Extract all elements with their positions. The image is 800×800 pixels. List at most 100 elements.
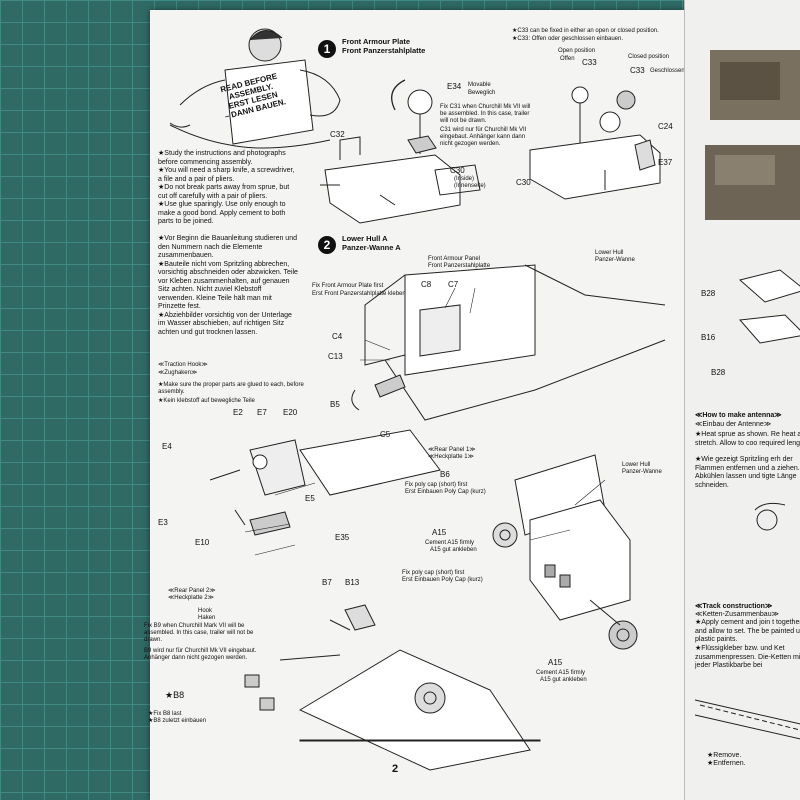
front-armour-panel-label-de: Front Panzerstahlplatte — [428, 263, 491, 269]
part-label-e35: E35 — [335, 533, 350, 542]
fix-b9-note: Fix B9 when Churchill Mark VII will be a… — [144, 623, 254, 643]
rear-panel2-title: ≪Rear Panel 2≫ — [168, 588, 216, 594]
lower-hull-label-2: Lower Hull — [622, 462, 651, 468]
cement-a15-note-2-de: A15 gut ankleben — [540, 677, 587, 683]
part-label-b5: B5 — [330, 400, 340, 409]
part-label-c8: C8 — [421, 280, 432, 289]
fix-b8-last-de: ★B8 zuletzt einbauen — [148, 718, 207, 724]
cement-a15-note-2: Cement A15 firmly — [536, 670, 586, 676]
traction-hook-drawing — [209, 429, 441, 536]
open-position-label-de: Offen — [560, 56, 575, 62]
traction-note: ★Make sure the proper parts are glued to… — [158, 382, 304, 395]
traction-title: ≪Traction Hook≫ — [158, 362, 208, 368]
part-label-c5: C5 — [380, 430, 391, 439]
movable-label-de: Beweglich — [468, 90, 496, 96]
hook-label: Hook — [198, 608, 213, 614]
part-label-e3: E3 — [158, 518, 168, 527]
remove-label: ★Remove. — [707, 752, 742, 759]
part-label-c32: C32 — [330, 130, 345, 139]
part-label-e37: E37 — [658, 158, 673, 167]
step-2-number: 2 — [318, 236, 336, 254]
instruction-page: READ BEFORE ASSEMBLY. ERST LESEN – DANN … — [144, 10, 696, 800]
poly-cap-note-2: Fix poly cap (short) first — [402, 570, 465, 576]
remove-label-de: ★Entfernen. — [707, 760, 746, 767]
track-title-de: ≪Ketten-Zusammenbau≫ — [695, 611, 779, 618]
antenna-text: ★Heat sprue as shown. Re heat and stretc… — [695, 431, 800, 447]
part-label-c33-b: C33 — [630, 66, 645, 75]
front-armour-panel-label: Front Armour Panel — [428, 256, 481, 262]
part-label-b28-a: B28 — [701, 289, 716, 298]
antenna-title-de: ≪Einbau der Antenne≫ — [695, 421, 772, 428]
lower-hull-label-de: Panzer-Wanne — [595, 257, 635, 263]
part-label-b6: B6 — [440, 470, 450, 479]
hook-label-de: Haken — [198, 615, 216, 621]
fix-b9-note-de: B9 wird nur für Churchill Mk VII eingeba… — [144, 648, 257, 661]
c33-note-de: ★C33: Offen oder geschlossen einbauen. — [512, 36, 624, 42]
part-label-b28-b: B28 — [711, 368, 726, 377]
track-text: ★Apply cement and join t together and al… — [695, 619, 800, 643]
part-label-e10: E10 — [195, 538, 210, 547]
reader-figure-illustration — [169, 28, 341, 149]
closed-position-label-de: Geschlossen — [650, 68, 685, 74]
step1-right-drawing — [529, 86, 661, 200]
part-label-b8: ★B8 — [165, 690, 185, 700]
part-label-c24: C24 — [658, 122, 673, 131]
part-label-e2: E2 — [233, 408, 243, 417]
part-label-c7: C7 — [448, 280, 459, 289]
lower-hull-label: Lower Hull — [595, 250, 624, 256]
part-label-c4: C4 — [332, 332, 343, 341]
inside-label-de: (Innenseite) — [454, 183, 486, 189]
fix-c31-note: Fix C31 when Churchill Mk VII will be as… — [440, 104, 531, 124]
traction-note-de: ★Kein klebstoff auf bewegliche Teile — [158, 398, 255, 404]
step2-title: Lower Hull A — [342, 234, 388, 243]
part-label-e7: E7 — [257, 408, 267, 417]
rear-panel1-drawing — [492, 454, 638, 650]
open-position-label: Open position — [558, 48, 596, 54]
intro-text-en: ★Study the instructions and photographs … — [158, 150, 295, 225]
assembly-drawings — [169, 28, 666, 771]
track-text-de: ★Flüssigkleber bzw. und Ket zusammenpres… — [695, 645, 800, 669]
poly-cap-note-2-de: Erst Einbauen Poly Cap (kurz) — [402, 577, 483, 583]
fix-c31-note-de: C31 wird nur für Churchill Mk VII eingeb… — [440, 127, 527, 147]
part-label-a15-b: A15 — [548, 658, 563, 667]
part-label-e20: E20 — [283, 408, 298, 417]
antenna-title: ≪How to make antenna≫ — [695, 412, 782, 419]
part-label-e4: E4 — [162, 442, 172, 451]
part-label-c30-left: C30 — [450, 166, 465, 175]
part-label-e5: E5 — [305, 494, 315, 503]
part-label-e34: E34 — [447, 82, 462, 91]
step1-title: Front Armour Plate — [342, 37, 411, 46]
intro-text-de: ★Vor Beginn die Bauanleitung studieren u… — [158, 235, 298, 336]
antenna-text-de: ★Wie gezeigt Spritzling erh der Flammen … — [695, 456, 800, 489]
closed-position-label: Closed position — [628, 54, 670, 60]
part-label-b7: B7 — [322, 578, 332, 587]
c33-note: ★C33 can be fixed in either an open or c… — [512, 28, 659, 34]
step2-title-de: Panzer-Wanne A — [342, 243, 401, 252]
poly-cap-note-1-de: Erst Einbauen Poly Cap (kurz) — [405, 489, 486, 495]
page-number: 2 — [392, 763, 399, 775]
rear-panel2-drawing — [244, 604, 541, 771]
traction-title-de: ≪Zughaken≫ — [158, 370, 198, 376]
cement-a15-note-1: Cement A15 firmly — [425, 540, 475, 546]
track-title: ≪Track construction≫ — [695, 603, 773, 610]
next-page-drawings — [694, 50, 800, 740]
step1-title-de: Front Panzerstahlplatte — [342, 46, 426, 55]
movable-label: Movable — [468, 82, 491, 88]
rear-panel2-title-de: ≪Heckplatte 2≫ — [168, 595, 214, 601]
part-label-b13: B13 — [345, 578, 360, 587]
part-label-c13: C13 — [328, 352, 343, 361]
step1-left-drawing — [320, 79, 481, 224]
step2-drawing — [351, 264, 666, 421]
next-page: B28 B16 B28 ≪How to make antenna≫ ≪Einba… — [684, 0, 800, 800]
step-1-number: 1 — [318, 40, 336, 58]
lower-hull-label-2-de: Panzer-Wanne — [622, 469, 662, 475]
part-label-b16: B16 — [701, 333, 716, 342]
fix-front-first: Fix Front Armour Plate first — [312, 283, 384, 289]
part-label-a15-a: A15 — [432, 528, 447, 537]
part-label-c33-a: C33 — [582, 58, 597, 67]
fix-b8-last: ★Fix B8 last — [148, 711, 182, 717]
rear-panel1-title-de: ≪Heckplatte 1≫ — [428, 454, 474, 460]
cement-a15-note-1-de: A15 gut ankleben — [430, 547, 477, 553]
poly-cap-note-1: Fix poly cap (short) first — [405, 482, 468, 488]
inside-label: (Inside) — [454, 176, 475, 182]
